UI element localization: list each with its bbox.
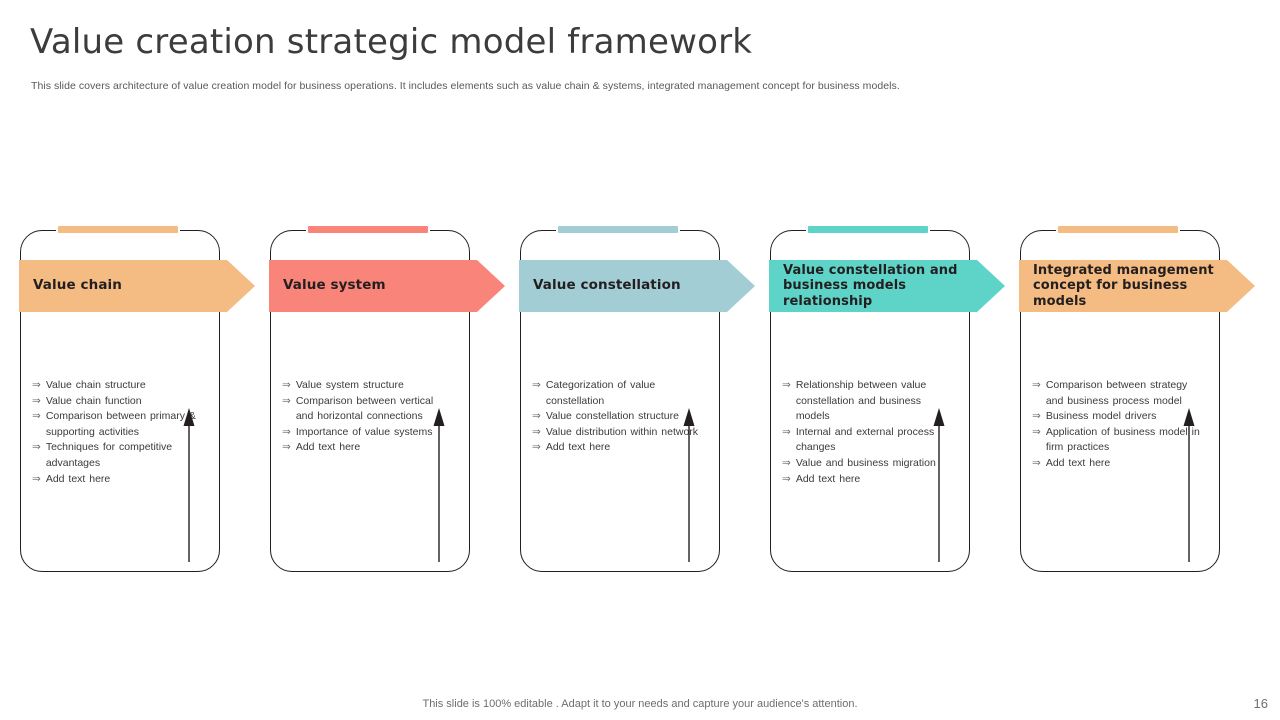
bullet-text: Application of business model in firm pr… <box>1045 425 1200 454</box>
framework-card-integrated-management-concept[interactable]: Integrated management concept for busine… <box>1020 226 1220 572</box>
card-bullet-list: ⇒ Categorization of value constellation ⇒ V… <box>532 378 704 456</box>
bullet-text: Relationship between value constellation… <box>795 379 927 423</box>
bullet-item: ⇒ Add text here <box>532 440 704 456</box>
bullet-text: Techniques for competitive advantages <box>45 441 173 469</box>
bullet-item: ⇒ Comparison between primary & supporting… <box>32 409 204 440</box>
footer-note: This slide is 100% editable . Adapt it t… <box>422 698 858 710</box>
bullet-item: ⇒ Internal and external process changes <box>782 425 954 456</box>
double-arrow-bullet-icon: ⇒ <box>32 472 41 485</box>
bullet-text: Value and business migration <box>795 456 936 469</box>
bullet-text: Importance of value systems <box>295 425 433 438</box>
upward-flow-arrow-icon <box>676 402 702 562</box>
card-bullet-list: ⇒ Comparison between strategy and busines… <box>1032 378 1204 472</box>
card-bullet-list: ⇒ Value system structure ⇒ Comparison betwe… <box>282 378 454 456</box>
bullet-text: Value constellation structure <box>545 410 679 423</box>
bullet-text: Business model drivers <box>1045 410 1157 423</box>
double-arrow-bullet-icon: ⇒ <box>782 425 791 438</box>
bullet-item: ⇒ Relationship between value constellatio… <box>782 378 954 425</box>
bullet-text: Comparison between vertical and horizont… <box>295 394 434 423</box>
bullet-item: ⇒ Value chain function <box>32 394 204 410</box>
double-arrow-bullet-icon: ⇒ <box>782 379 791 391</box>
bullet-text: Value chain function <box>45 394 142 407</box>
card-bullet-list: ⇒ Relationship between value constellatio… <box>782 378 954 487</box>
bullet-item: ⇒ Techniques for competitive advantages <box>32 440 204 471</box>
card-color-tab <box>58 226 178 233</box>
bullet-item: ⇒ Business model drivers <box>1032 409 1204 425</box>
double-arrow-bullet-icon: ⇒ <box>282 425 291 438</box>
bullet-text: Comparison between primary & supporting … <box>45 410 196 438</box>
double-arrow-bullet-icon: ⇒ <box>1032 425 1041 438</box>
card-bullet-list: ⇒ Value chain structure ⇒ Value chain funct… <box>32 378 204 487</box>
card-color-tab <box>1058 226 1178 233</box>
upward-flow-arrow-icon <box>1176 402 1202 562</box>
double-arrow-bullet-icon: ⇒ <box>1032 410 1041 423</box>
bullet-text: Value system structure <box>295 379 404 391</box>
double-arrow-bullet-icon: ⇒ <box>282 379 291 391</box>
double-arrow-bullet-icon: ⇒ <box>532 410 541 423</box>
bullet-text: Internal and external process changes <box>795 425 935 454</box>
double-arrow-bullet-icon: ⇒ <box>532 441 541 454</box>
bullet-text: Add text here <box>795 472 861 485</box>
double-arrow-bullet-icon: ⇒ <box>32 410 41 423</box>
double-arrow-bullet-icon: ⇒ <box>1032 456 1041 469</box>
double-arrow-bullet-icon: ⇒ <box>282 441 291 454</box>
bullet-item: ⇒ Add text here <box>32 472 204 488</box>
double-arrow-bullet-icon: ⇒ <box>1032 379 1041 391</box>
upward-flow-arrow-icon <box>426 402 452 562</box>
double-arrow-bullet-icon: ⇒ <box>32 394 41 407</box>
page-subtitle: This slide covers architecture of value … <box>31 80 900 92</box>
bullet-item: ⇒ Application of business model in firm p… <box>1032 425 1204 456</box>
bullet-text: Value chain structure <box>45 379 146 391</box>
card-arrow-banner: Value chain <box>19 260 255 312</box>
double-arrow-bullet-icon: ⇒ <box>32 379 41 391</box>
double-arrow-bullet-icon: ⇒ <box>32 441 41 454</box>
page-title: Value creation strategic model framework <box>30 22 753 62</box>
bullet-item: ⇒ Value constellation structure <box>532 409 704 425</box>
card-arrow-banner: Value constellation <box>519 260 755 312</box>
double-arrow-bullet-icon: ⇒ <box>532 379 541 391</box>
bullet-item: ⇒ Categorization of value constellation <box>532 378 704 409</box>
page-number: 16 <box>1253 696 1268 711</box>
bullet-text: Categorization of value constellation <box>545 379 656 407</box>
card-color-tab <box>808 226 928 233</box>
card-arrow-banner: Value system <box>269 260 505 312</box>
card-title: Value chain <box>33 277 122 294</box>
card-title: Value constellation <box>533 277 681 294</box>
double-arrow-bullet-icon: ⇒ <box>532 425 541 438</box>
card-arrow-banner: Integrated management concept for busine… <box>1019 260 1255 312</box>
bullet-text: Add text here <box>1045 456 1111 469</box>
bullet-text: Value distribution within network <box>545 425 699 438</box>
bullet-item: ⇒ Add text here <box>782 472 954 488</box>
framework-card-row: Value chain⇒Value chain structure⇒Value … <box>20 226 1260 572</box>
bullet-text: Add text here <box>545 441 611 454</box>
upward-flow-arrow-icon <box>176 402 202 562</box>
card-title: Value constellation and business models … <box>783 262 958 309</box>
upward-flow-arrow-icon <box>926 402 952 562</box>
bullet-text: Comparison between strategy and business… <box>1045 379 1188 407</box>
bullet-text: Add text here <box>45 472 111 485</box>
double-arrow-bullet-icon: ⇒ <box>782 472 791 485</box>
bullet-item: ⇒ Value distribution within network <box>532 425 704 441</box>
card-color-tab <box>308 226 428 233</box>
double-arrow-bullet-icon: ⇒ <box>782 456 791 469</box>
bullet-item: ⇒ Value chain structure <box>32 378 204 394</box>
bullet-item: ⇒ Comparison between vertical and horizon… <box>282 394 454 425</box>
bullet-item: ⇒ Comparison between strategy and busines… <box>1032 378 1204 409</box>
bullet-item: ⇒ Importance of value systems <box>282 425 454 441</box>
framework-card-value-system[interactable]: Value system ⇒ Value system structure ⇒ Comp… <box>270 226 470 572</box>
card-arrow-banner: Value constellation and business models … <box>769 260 1005 312</box>
card-title: Integrated management concept for busine… <box>1033 262 1214 309</box>
bullet-text: Add text here <box>295 441 361 454</box>
framework-card-value-constellation[interactable]: Value constellation ⇒ Categorization of va… <box>520 226 720 572</box>
card-title: Value system <box>283 277 386 294</box>
card-color-tab <box>558 226 678 233</box>
bullet-item: ⇒ Value system structure <box>282 378 454 394</box>
framework-card-value-constellation-business-models[interactable]: Value constellation and business models … <box>770 226 970 572</box>
bullet-item: ⇒ Add text here <box>282 440 454 456</box>
bullet-item: ⇒ Add text here <box>1032 456 1204 472</box>
bullet-item: ⇒ Value and business migration <box>782 456 954 472</box>
double-arrow-bullet-icon: ⇒ <box>282 394 291 407</box>
framework-card-value-chain[interactable]: Value chain ⇒ Value chain structure ⇒ Value … <box>20 226 220 572</box>
